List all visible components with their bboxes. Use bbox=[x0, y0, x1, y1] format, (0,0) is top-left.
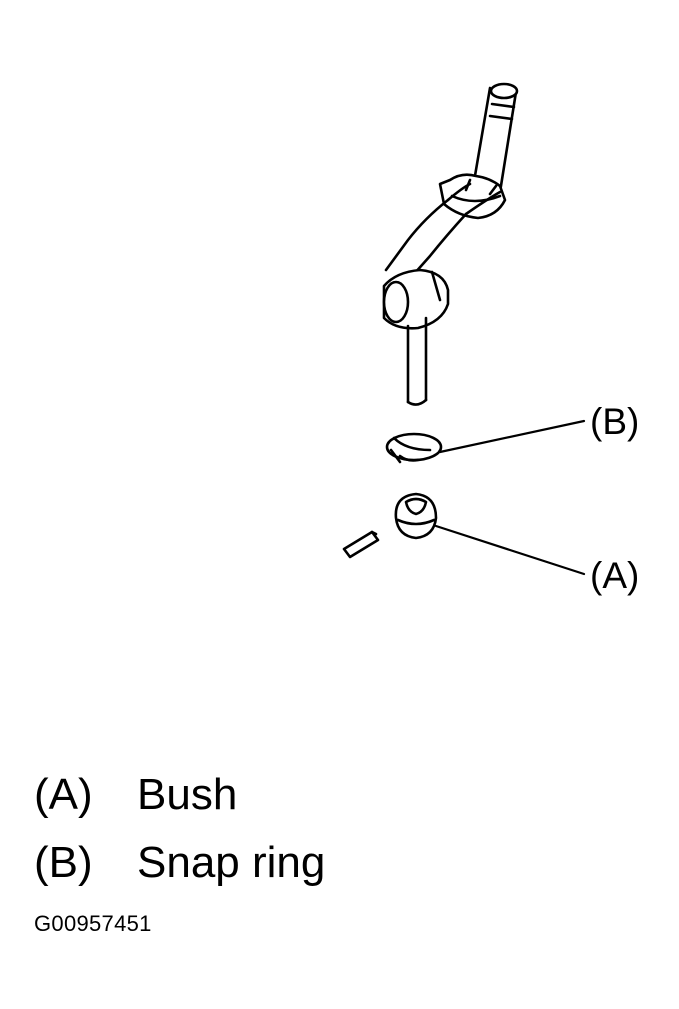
leader-line-a bbox=[434, 524, 586, 576]
legend-description-bush: Bush bbox=[137, 770, 238, 819]
bush bbox=[394, 492, 438, 540]
shift-rod bbox=[382, 82, 519, 406]
figure-code: G00957451 bbox=[34, 911, 152, 936]
snap-ring bbox=[385, 432, 443, 464]
legend-key-a: (A) bbox=[34, 770, 93, 819]
pin bbox=[342, 530, 380, 559]
callout-label-a: (A) bbox=[590, 555, 639, 596]
leader-line-b bbox=[438, 419, 586, 454]
legend-key-b: (B) bbox=[34, 838, 93, 887]
callout-label-b: (B) bbox=[590, 401, 639, 442]
legend-description-snap-ring: Snap ring bbox=[137, 838, 326, 887]
